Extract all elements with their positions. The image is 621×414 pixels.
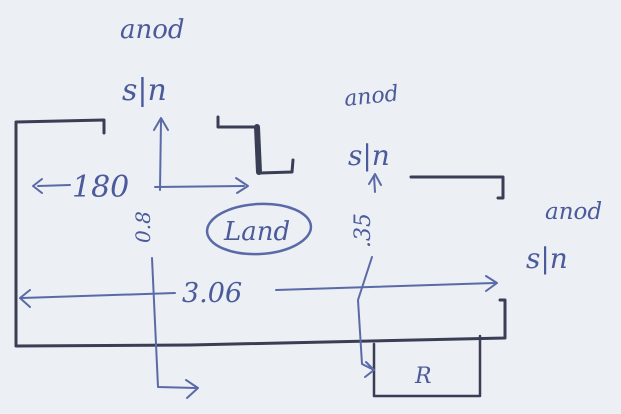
vertical-axis-upper	[153, 117, 169, 191]
outer-frame	[14, 118, 507, 348]
label-anod-mid: anod	[343, 81, 400, 112]
dim-180-right-arrow	[154, 177, 249, 194]
dim-306-right-arrow	[275, 275, 498, 292]
label-dim-vertical-left: 0.8	[131, 211, 155, 243]
label-sln-right: s|n	[526, 242, 568, 275]
right-step	[409, 175, 505, 200]
dim-306-left-arrow	[19, 289, 176, 308]
land-oval	[205, 202, 313, 256]
vertical-mid-top	[368, 173, 382, 193]
label-land: Land	[223, 217, 290, 247]
middle-step-thick	[254, 124, 262, 175]
vertical-mid	[357, 256, 375, 378]
label-dim-180: 180	[72, 170, 129, 205]
vertical-lower	[151, 257, 199, 399]
label-sln-mid: s|n	[348, 139, 390, 172]
label-sln-left: s|n	[122, 73, 167, 108]
label-dim-306: 3.06	[182, 278, 242, 309]
label-r: R	[414, 364, 432, 389]
label-anod-left: anod	[120, 15, 185, 45]
label-anod-right: anod	[545, 199, 602, 225]
dim-180-left-arrow	[32, 178, 71, 194]
label-dim-vertical-mid: .35	[351, 213, 376, 248]
